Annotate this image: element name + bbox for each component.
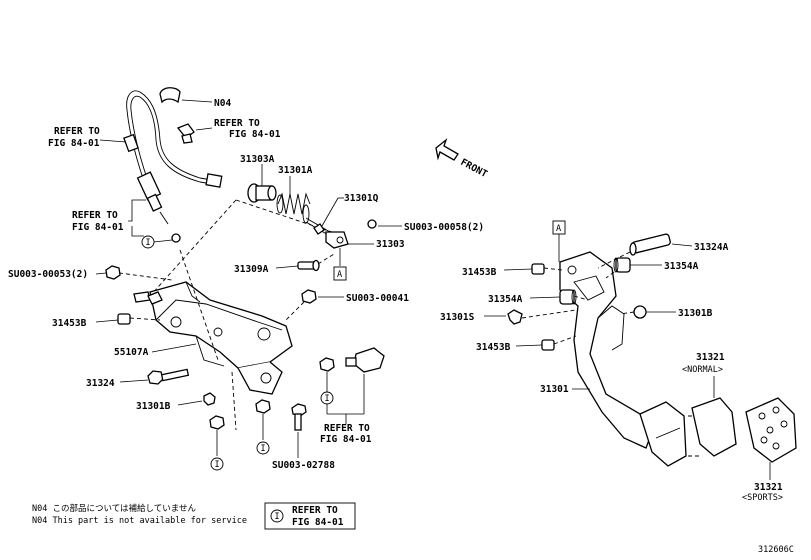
part-clip-upper xyxy=(176,123,213,144)
label-31301Q: 31301Q xyxy=(344,193,379,204)
part-31321-sports xyxy=(745,397,797,480)
part-nut-lower-mid: I xyxy=(255,399,271,455)
legend-fig: FIG 84-01 xyxy=(292,517,344,528)
label-31301S: 31301S xyxy=(440,312,475,323)
part-nut-lower-left: I xyxy=(209,415,225,471)
label-su003-00053: SU003-00053(2) xyxy=(8,269,88,280)
label-fig-3: FIG 84-01 xyxy=(72,222,124,233)
label-31301B-right: 31301B xyxy=(678,308,713,319)
part-31324-bolt xyxy=(119,368,190,385)
label-refer-to-3: REFER TO xyxy=(72,210,118,221)
part-31453B-right-lower xyxy=(515,335,577,351)
callout-i-1: I xyxy=(141,235,173,249)
note-line-en: N04 This part is not available for servi… xyxy=(32,516,247,526)
part-31354A-upper xyxy=(605,257,662,279)
part-31309A-pin xyxy=(275,253,335,272)
label-sports: <SPORTS> xyxy=(742,493,783,503)
label-31301-pedal: 31301 xyxy=(540,384,569,395)
label-fig-1: FIG 84-01 xyxy=(48,138,100,149)
label-normal: <NORMAL> xyxy=(682,365,723,375)
label-refer-to-1: REFER TO xyxy=(54,126,100,137)
svg-text:I: I xyxy=(215,460,220,470)
label-front: FRONT xyxy=(459,157,490,180)
label-55107A: 55107A xyxy=(114,347,149,358)
label-refer-to-2: REFER TO xyxy=(214,118,260,129)
part-bolt-su003-02788 xyxy=(291,403,307,458)
front-arrow: FRONT xyxy=(435,138,490,180)
clevis-group xyxy=(149,183,402,297)
label-31321-normal: 31321 xyxy=(696,352,725,363)
callout-a-left: A xyxy=(333,248,347,281)
pedal-bracket xyxy=(111,249,293,431)
legend-symbol: I xyxy=(275,512,280,522)
label-31303: 31303 xyxy=(376,239,405,250)
svg-text:A: A xyxy=(337,270,342,280)
part-n04-clip: N04 xyxy=(159,87,231,109)
label-31301A: 31301A xyxy=(278,165,313,176)
part-nut-su003-00053 xyxy=(105,265,121,280)
svg-text:I: I xyxy=(325,394,330,404)
label-31321-sports: 31321 xyxy=(754,482,783,493)
part-nut-su003-00041 xyxy=(285,289,344,321)
part-31321-normal xyxy=(691,376,737,457)
wire-harness xyxy=(123,90,223,243)
label-31354A-upper: 31354A xyxy=(664,261,699,272)
callout-a-right: A xyxy=(552,220,566,262)
label-31453B-right-upper: 31453B xyxy=(462,267,497,278)
diagram-id: 312606C xyxy=(758,545,794,555)
label-31324A: 31324A xyxy=(694,242,729,253)
label-31303A: 31303A xyxy=(240,154,275,165)
label-31453B-left: 31453B xyxy=(52,318,87,329)
label-31453B-right-lower: 31453B xyxy=(476,342,511,353)
part-31301B-left xyxy=(177,392,216,406)
part-31301B-right xyxy=(619,305,676,319)
label-fig-4: FIG 84-01 xyxy=(320,434,372,445)
label-n04: N04 xyxy=(214,98,231,109)
label-31354A-lower: 31354A xyxy=(488,294,523,305)
note-line-jp: N04 この部品については補給していません xyxy=(32,503,197,514)
part-stop-switch: I xyxy=(319,347,385,424)
part-31301-pedal xyxy=(559,251,700,467)
svg-text:A: A xyxy=(556,224,561,234)
label-su003-00041: SU003-00041 xyxy=(346,293,409,304)
part-31453B-left xyxy=(95,313,161,325)
label-refer-to-4: REFER TO xyxy=(324,423,370,434)
label-31309A: 31309A xyxy=(234,264,269,275)
svg-text:I: I xyxy=(146,238,151,248)
label-su003-00058: SU003-00058(2) xyxy=(404,222,484,233)
part-31301S xyxy=(484,309,577,325)
legend-refer: REFER TO xyxy=(292,505,338,516)
legend-box: I REFER TO FIG 84-01 xyxy=(264,502,356,530)
svg-text:I: I xyxy=(261,444,266,454)
label-31324: 31324 xyxy=(86,378,115,389)
label-su003-02788: SU003-02788 xyxy=(272,460,335,471)
label-31301B-left: 31301B xyxy=(136,401,171,412)
label-fig-2: FIG 84-01 xyxy=(229,129,281,140)
part-31354A-lower xyxy=(529,289,589,305)
part-31453B-right-upper xyxy=(503,263,563,275)
